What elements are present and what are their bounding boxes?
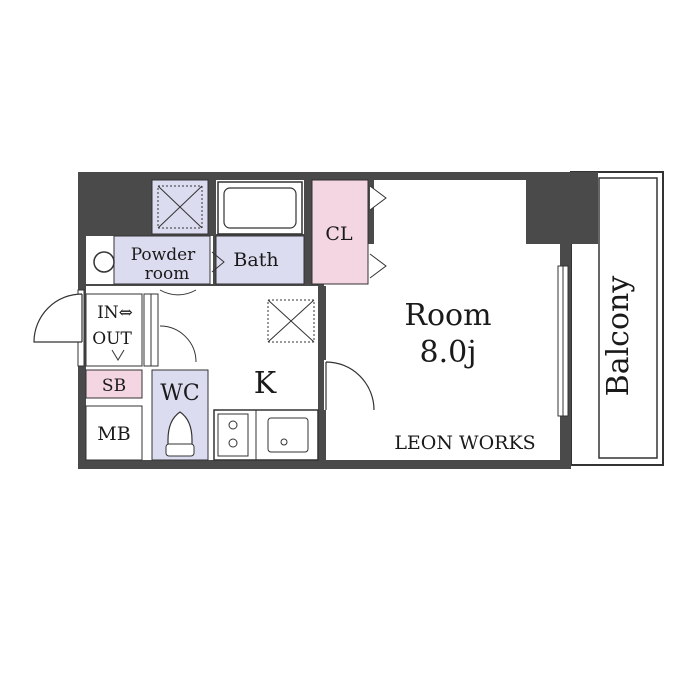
shoe-box — [85, 369, 143, 399]
powder-room-label-2: room — [145, 264, 190, 284]
shoe-box-label: SB — [102, 376, 126, 396]
closet-label: CL — [325, 223, 353, 245]
room-label: Room — [404, 298, 491, 333]
bathtub-inner — [223, 187, 297, 229]
balcony-label: Balcony — [601, 276, 636, 397]
toilet-label: WC — [160, 381, 199, 406]
structural-column — [526, 172, 598, 244]
hall-door-swing — [159, 289, 197, 296]
kitchen-label: K — [254, 366, 277, 401]
room-kitchen-wall — [318, 286, 326, 360]
brand-label: LEON WORKS — [394, 432, 535, 454]
kitchen-sink-icon — [267, 417, 309, 453]
bath — [215, 235, 305, 285]
sink-icon — [93, 251, 115, 273]
entrance-label-2: OUT — [92, 329, 132, 349]
floor-room-right — [526, 244, 560, 460]
closet — [311, 179, 369, 285]
meter-box — [85, 405, 143, 461]
powder-room — [113, 235, 211, 285]
entrance-label-1: IN⇔ — [97, 303, 133, 323]
entrance-step — [111, 349, 125, 361]
bath-door-swing — [211, 251, 225, 273]
entrance-door-swing — [33, 293, 83, 343]
stove-icon — [217, 413, 249, 457]
closet-door-upper — [369, 185, 387, 211]
closet-door-lower — [369, 253, 387, 279]
powder-room-label-1: Powder — [131, 245, 196, 265]
balcony-inner-rail — [598, 177, 658, 459]
room-size-label: 8.0j — [419, 335, 476, 370]
room-door-swing — [325, 361, 375, 411]
bath-label: Bath — [233, 249, 278, 271]
meter-box-label: MB — [97, 423, 130, 445]
